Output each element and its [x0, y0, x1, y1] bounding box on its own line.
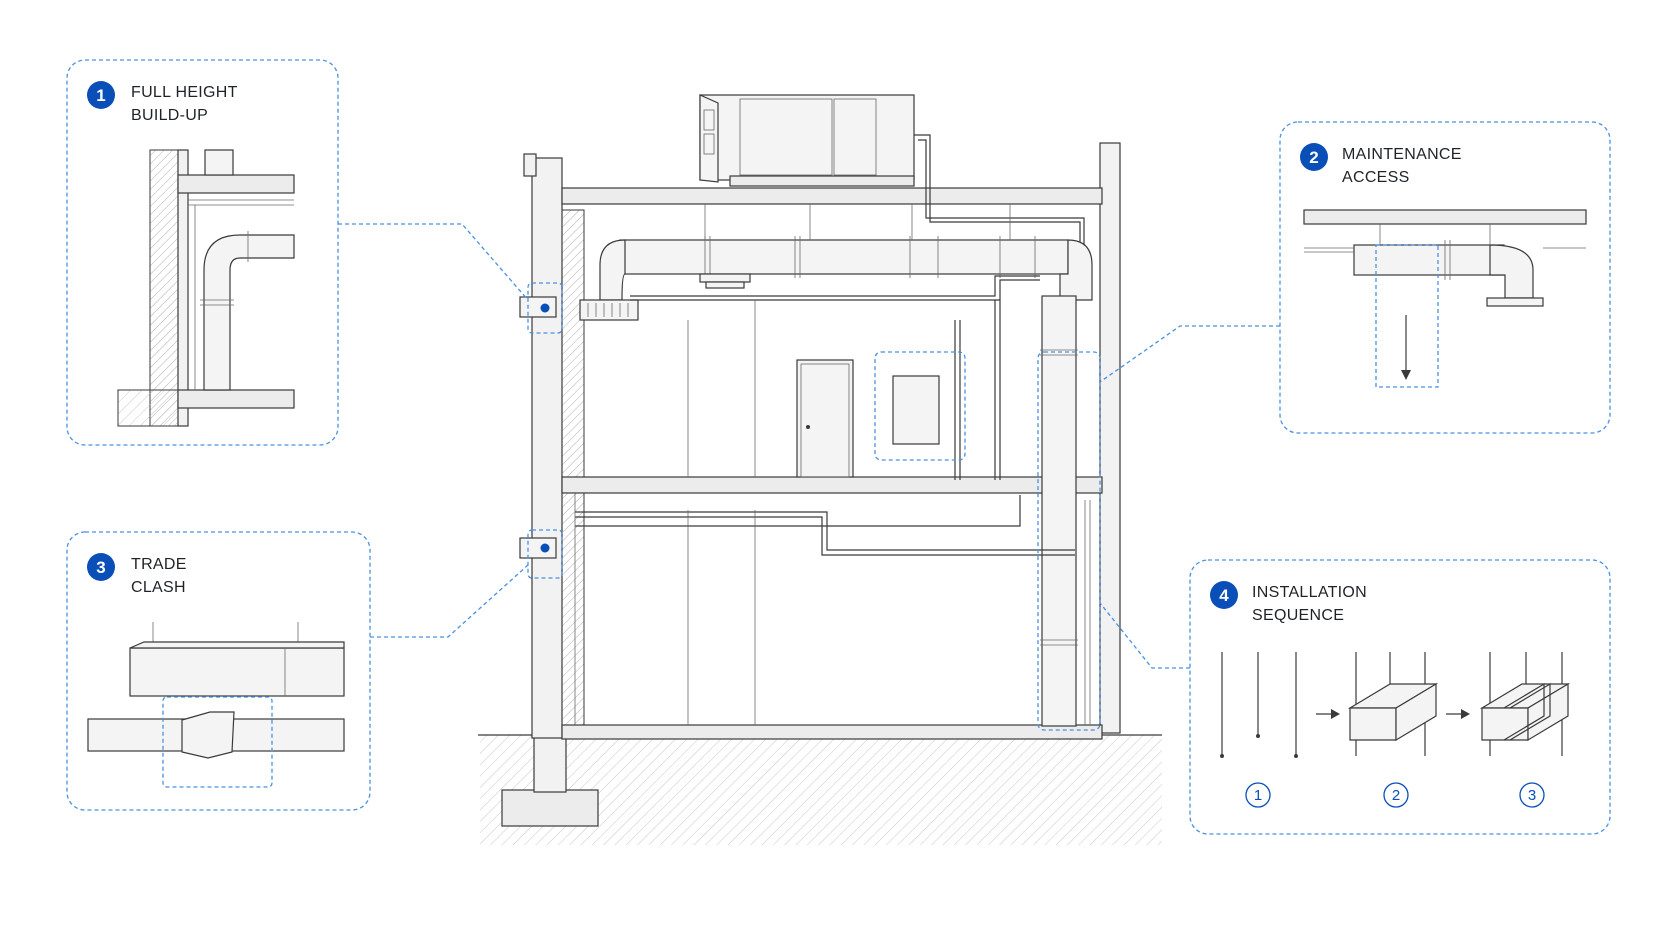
callout-4-title-line2: SEQUENCE [1252, 607, 1344, 624]
sequence-step-strap [1479, 652, 1571, 756]
step-3-circle [1519, 782, 1545, 808]
step-2-number: 2 [1392, 787, 1400, 804]
step-1-number: 1 [1254, 787, 1262, 804]
callout-full-height-build-up: 1 FULL HEIGHT BUILD-UP [66, 59, 339, 446]
callout-2-title-line2: ACCESS [1342, 169, 1410, 186]
badge-2 [1300, 143, 1328, 171]
sequence-step-hangers [1220, 652, 1298, 758]
grille-slats [587, 303, 629, 317]
badge-1 [87, 81, 115, 109]
left-parapet [523, 153, 537, 177]
leader-2 [1099, 325, 1280, 383]
step-1-circle [1245, 782, 1271, 808]
riser-duct [1041, 295, 1077, 727]
callout-trade-clash: 3 TRADE CLASH [66, 531, 371, 811]
leader-3 [370, 564, 529, 638]
arrow-right-icon [1316, 709, 1340, 719]
callout-3-title-line1: TRADE [131, 556, 187, 573]
lower-pipe-run [575, 516, 1075, 556]
callout-1-title-line1: FULL HEIGHT [131, 84, 238, 101]
dot-marker-icon [540, 303, 550, 313]
access-panel [892, 375, 940, 445]
callout-4-title-line1: INSTALLATION [1252, 584, 1367, 601]
sequence-step-duct [1347, 652, 1439, 756]
wall-penetration-upper [519, 296, 557, 318]
leader-1 [338, 223, 529, 301]
left-wall-insulation [561, 209, 585, 726]
leader-4 [1099, 602, 1190, 669]
right-wall [1099, 142, 1121, 734]
dot-marker-icon [540, 543, 550, 553]
step-2-circle [1383, 782, 1409, 808]
callout-2-title-line1: MAINTENANCE [1342, 146, 1462, 163]
badge-1-number: 1 [96, 86, 105, 105]
left-wall [531, 157, 563, 739]
callout-installation-sequence: 4 INSTALLATION SEQUENCE [1189, 559, 1611, 835]
footing [501, 789, 599, 827]
access-detail [1303, 209, 1587, 388]
callout-3-title-line2: CLASH [131, 579, 186, 596]
floor-slab [561, 476, 1103, 494]
ground-slab [561, 724, 1103, 740]
supply-grille [579, 299, 639, 321]
badge-3 [87, 553, 115, 581]
callout-maintenance-access: 2 MAINTENANCE ACCESS [1279, 121, 1611, 434]
door [796, 359, 854, 478]
badge-4 [1210, 581, 1238, 609]
access-panel-highlight [874, 351, 966, 461]
wall-penetration-lower [519, 537, 557, 559]
step-3-number: 3 [1528, 787, 1536, 804]
rooftop-unit [699, 94, 1085, 300]
build-up-detail [117, 149, 295, 427]
clash-detail [87, 622, 345, 788]
badge-2-number: 2 [1309, 148, 1318, 167]
badge-3-number: 3 [96, 558, 105, 577]
main-section [478, 94, 1162, 845]
upper-pipe-run [630, 279, 1040, 301]
riser-highlight [1037, 351, 1101, 731]
roof-slab [561, 187, 1103, 205]
callout-1-title-line2: BUILD-UP [131, 107, 208, 124]
badge-4-number: 4 [1219, 586, 1229, 605]
arrow-right-icon [1446, 709, 1470, 719]
supply-duct [599, 204, 1093, 301]
